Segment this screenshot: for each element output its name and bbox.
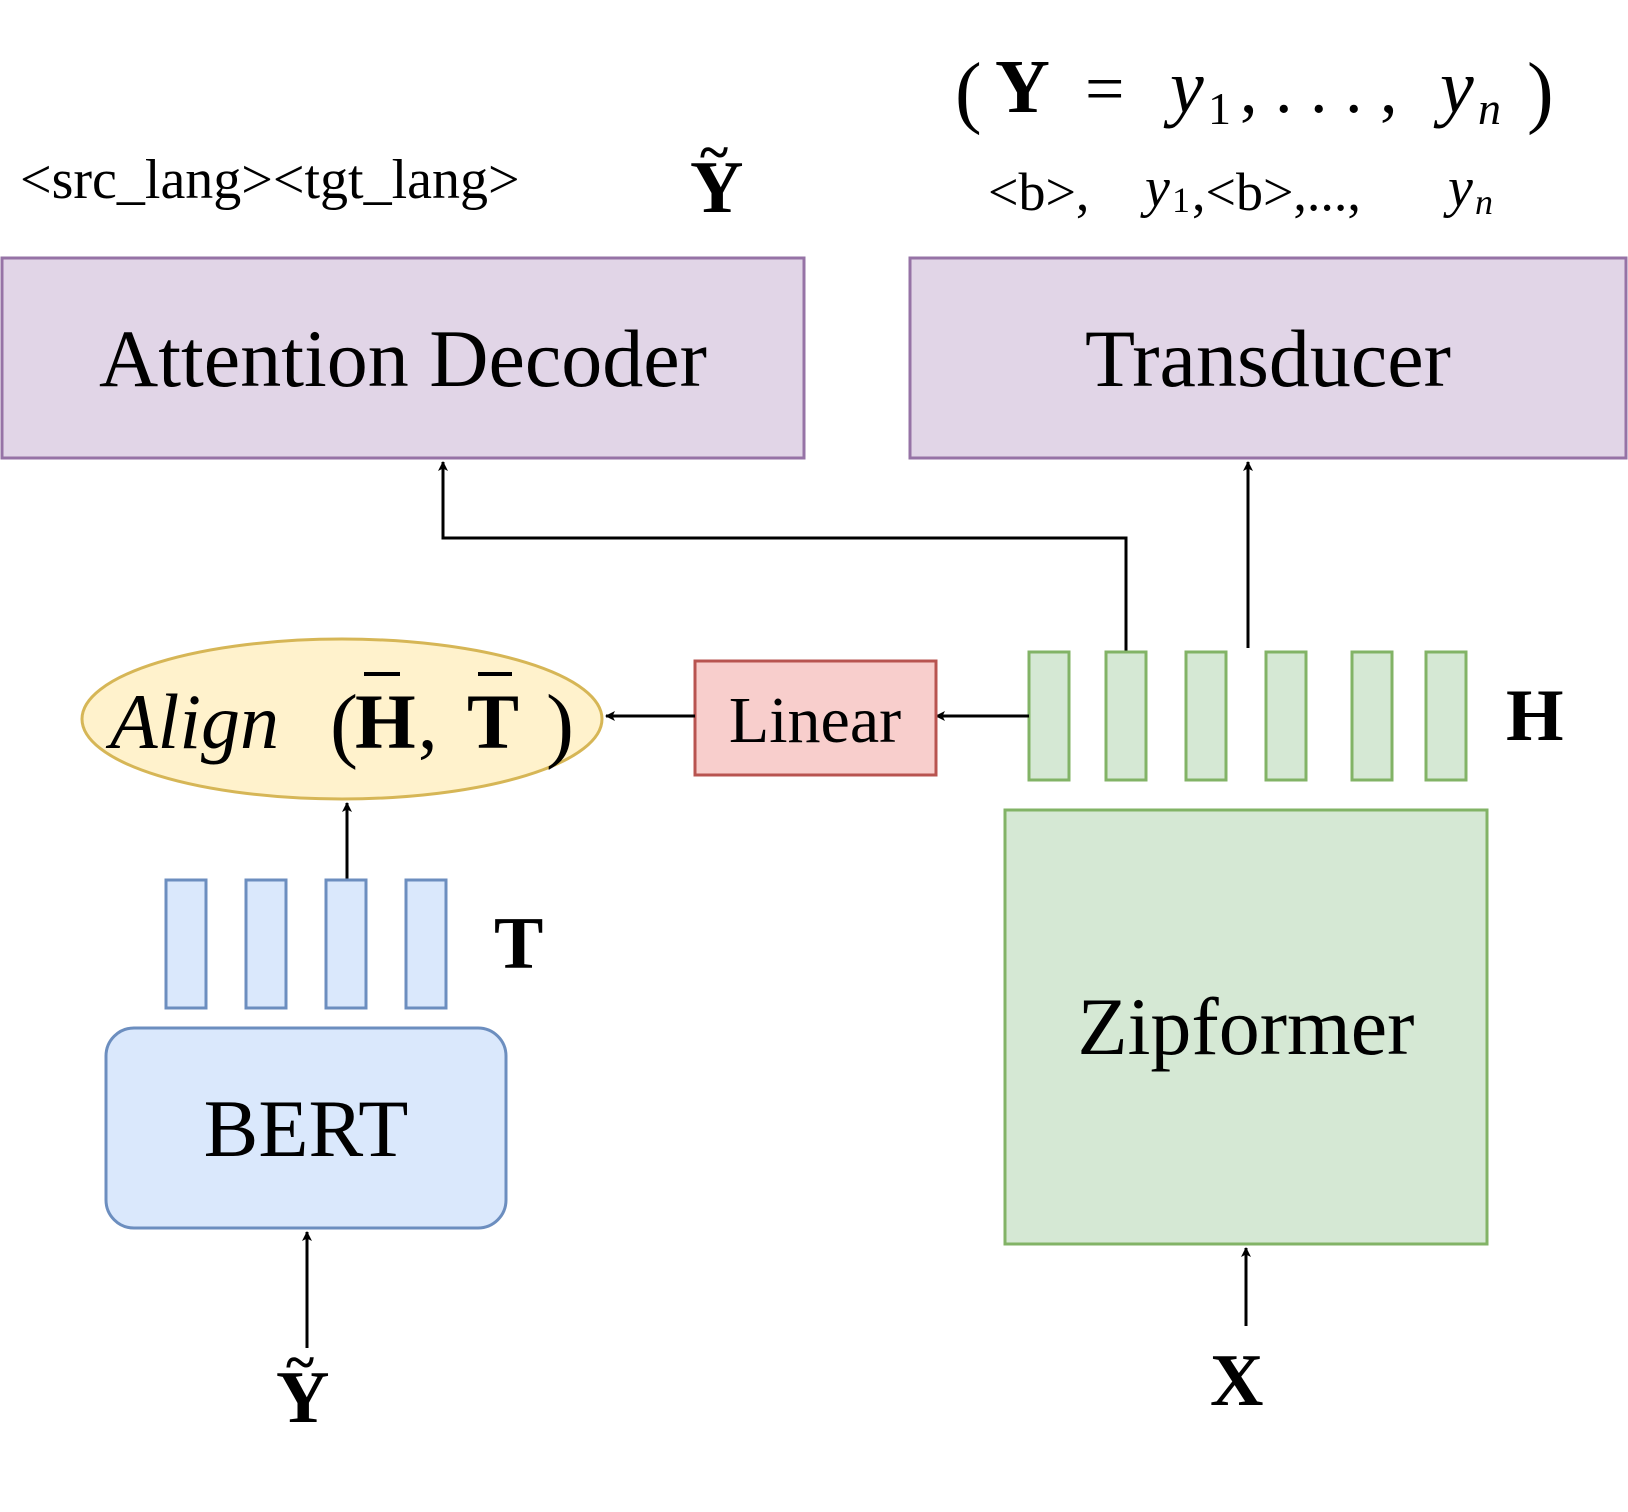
y-tilde-input-label: Y ~ [276, 1332, 329, 1439]
paren-open: ( [955, 48, 982, 136]
encoder-to-attention-decoder-line [438, 461, 1128, 652]
h-feature-vectors [1027, 650, 1468, 782]
x-input-label: X [1210, 1340, 1263, 1422]
linear-label: Linear [729, 684, 901, 757]
align-paren-open: ( [330, 678, 358, 771]
align-ellipse [80, 637, 604, 801]
t-vector [244, 878, 288, 1010]
blank-token-2: ,<b>,..., [1192, 162, 1361, 222]
y1-symbol: y [1163, 45, 1204, 129]
h-vector [1424, 650, 1468, 782]
equals-sign: = [1085, 51, 1124, 128]
line2-yn: y [1443, 157, 1473, 219]
align-func-name: Align [105, 678, 279, 765]
zipformer-label: Zipformer [1078, 981, 1415, 1072]
align-t-bar: T [467, 678, 519, 765]
attention-decoder-label: Attention Decoder [99, 313, 707, 404]
h-vector [1184, 650, 1228, 782]
align-block: Align ( H , T ) [80, 637, 604, 801]
decoder-target-label: <src_lang><tgt_lang> Y ~ [20, 122, 743, 229]
zipformer-box [1003, 808, 1489, 1246]
h-vector [1264, 650, 1308, 782]
zipformer-block: Zipformer [1003, 808, 1489, 1246]
linear-box [693, 659, 938, 777]
linear-block: Linear [693, 659, 938, 777]
t-feature-vectors [164, 878, 448, 1010]
h-vector [1350, 650, 1394, 782]
bert-box [104, 1026, 508, 1230]
t-vector [324, 878, 368, 1010]
decoder-target-prefix: <src_lang><tgt_lang> [20, 149, 520, 211]
blank-token-1: <b>, [988, 162, 1089, 222]
transducer-target-label: ( Y = y 1 , . . . , y n ) <b>, y 1 ,<b>,… [955, 45, 1554, 222]
h-vector [1027, 650, 1071, 782]
target-Y: Y [995, 45, 1050, 129]
y-tilde-mark: ~ [286, 1332, 314, 1392]
align-paren-close: ) [546, 678, 574, 771]
attention-decoder-block: Attention Decoder [0, 256, 806, 460]
line2-y1-subscript: 1 [1172, 180, 1190, 220]
transducer-target-line2: <b>, y 1 ,<b>,..., y n [988, 157, 1493, 222]
h-label: H [1506, 675, 1564, 757]
bert-block: BERT [104, 1026, 508, 1230]
paren-close: ) [1527, 48, 1554, 136]
t-vector [164, 878, 208, 1010]
attention-decoder-box [0, 256, 806, 460]
decoder-target-tilde: ~ [700, 122, 728, 182]
y-tilde-symbol: Y [276, 1357, 329, 1439]
yn-symbol: y [1433, 45, 1474, 129]
transducer-box [908, 256, 1628, 460]
align-h-bar: H [355, 678, 416, 765]
transducer-label: Transducer [1085, 313, 1451, 404]
transducer-block: Transducer [908, 256, 1628, 460]
ellipsis: , . . . , [1240, 51, 1398, 128]
line2-yn-subscript: n [1475, 182, 1493, 222]
h-vector [1104, 650, 1148, 782]
y1-subscript: 1 [1208, 83, 1231, 134]
t-label: T [494, 903, 543, 985]
transducer-target-line1: ( Y = y 1 , . . . , y n ) [955, 45, 1554, 136]
line2-y1: y [1140, 157, 1170, 219]
t-vector [404, 878, 448, 1010]
decoder-target-symbol: Y [690, 147, 743, 229]
align-comma: , [418, 678, 438, 765]
bert-label: BERT [204, 1083, 409, 1174]
encoder-to-decoder-arrow [438, 461, 1128, 652]
yn-subscript: n [1478, 83, 1501, 134]
